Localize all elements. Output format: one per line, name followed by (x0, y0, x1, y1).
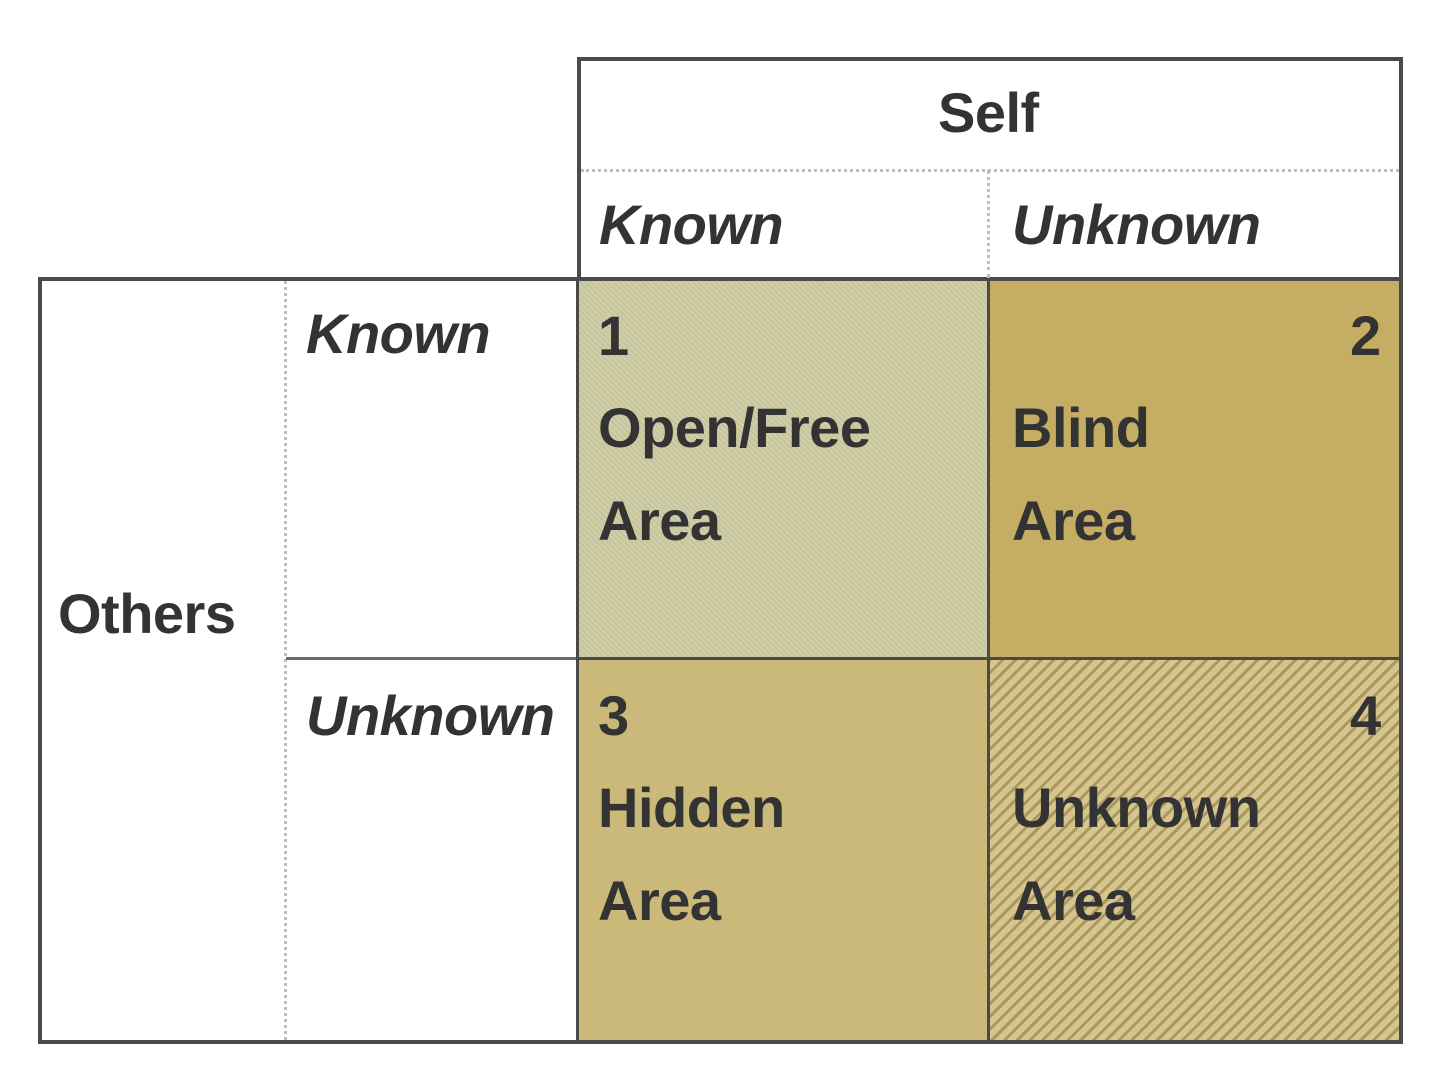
quadrant-4-title-line1: Unknown (1012, 776, 1261, 839)
grid-line-center-vertical (987, 279, 990, 1042)
others-known-heading: Known (306, 302, 491, 365)
quadrant-open-free-area (579, 281, 989, 659)
side-divider-vertical (284, 281, 287, 1040)
quadrant-2-title-line1: Blind (1012, 396, 1150, 459)
quadrant-number-4: 4 (1350, 684, 1381, 747)
side-divider-horizontal (286, 657, 576, 660)
quadrant-1-title-line1: Open/Free (598, 396, 871, 459)
quadrant-hidden-area (579, 659, 989, 1040)
header-divider-vertical (987, 170, 990, 278)
quadrant-blind-area (989, 281, 1399, 659)
quadrant-unknown-area (989, 659, 1399, 1040)
self-header-frame (577, 57, 1403, 279)
grid-line-center-horizontal (579, 657, 1401, 660)
grid-line-left-of-quadrants (576, 277, 579, 1044)
quadrant-number-1: 1 (598, 304, 629, 367)
quadrant-3-title-line2: Area (598, 869, 721, 932)
quadrant-number-3: 3 (598, 684, 629, 747)
self-unknown-heading: Unknown (1012, 193, 1261, 256)
others-unknown-heading: Unknown (306, 684, 555, 747)
self-known-heading: Known (599, 193, 784, 256)
header-divider-horizontal (581, 169, 1399, 172)
self-heading: Self (938, 81, 1039, 144)
quadrant-number-2: 2 (1350, 304, 1381, 367)
quadrant-2-title-line2: Area (1012, 489, 1135, 552)
others-frame (38, 277, 1403, 1044)
quadrant-1-title-line2: Area (598, 489, 721, 552)
quadrant-3-title-line1: Hidden (598, 776, 785, 839)
quadrant-4-title-line2: Area (1012, 869, 1135, 932)
others-heading: Others (58, 582, 236, 645)
